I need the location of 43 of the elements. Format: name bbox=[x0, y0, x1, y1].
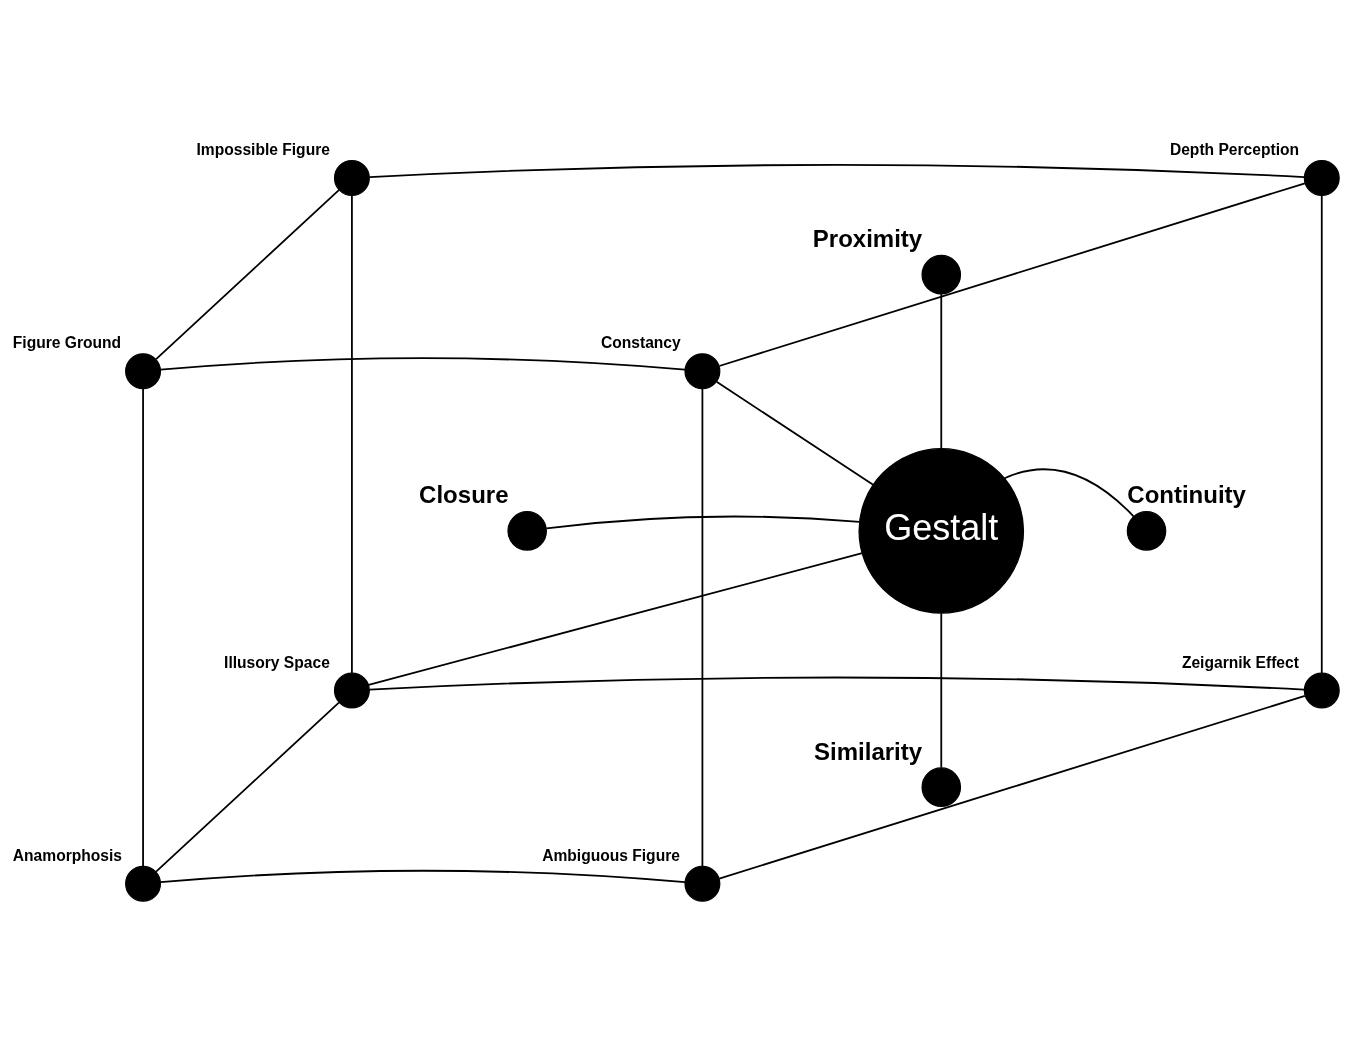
node-label: Proximity bbox=[812, 224, 923, 252]
connector bbox=[715, 380, 874, 486]
node-circle bbox=[507, 510, 547, 551]
connector bbox=[940, 292, 943, 449]
node-label: Ambiguous Figure bbox=[542, 846, 680, 864]
connector bbox=[159, 356, 686, 371]
connector bbox=[368, 676, 1305, 690]
connector bbox=[718, 694, 1306, 879]
node-circle bbox=[1303, 672, 1340, 709]
node-circle bbox=[684, 865, 721, 902]
node-label: Figure Ground bbox=[12, 333, 122, 351]
connector bbox=[701, 387, 704, 867]
node-circle bbox=[921, 254, 962, 294]
node-circle bbox=[684, 352, 721, 389]
node-label: Depth Perception bbox=[1169, 140, 1300, 158]
node-circle bbox=[125, 352, 162, 389]
connector bbox=[155, 188, 340, 360]
connector bbox=[159, 869, 686, 883]
node-circle bbox=[921, 766, 962, 807]
node-label: Similarity bbox=[814, 737, 923, 765]
connector bbox=[368, 163, 1305, 178]
connector bbox=[142, 387, 144, 867]
connector bbox=[545, 515, 861, 529]
node-label: Anamorphosis bbox=[12, 846, 122, 864]
node-circle: Gestalt bbox=[858, 447, 1025, 614]
connector bbox=[718, 181, 1306, 367]
node-circle bbox=[1303, 159, 1340, 196]
node-label: Impossible Figure bbox=[196, 140, 330, 158]
node-circle bbox=[333, 672, 370, 709]
node-label: Illusory Space bbox=[224, 653, 330, 671]
connector bbox=[367, 551, 863, 686]
node-circle bbox=[333, 159, 370, 196]
connector bbox=[940, 612, 943, 768]
connector bbox=[1003, 467, 1135, 517]
node-label: Constancy bbox=[600, 333, 681, 351]
node-label: Continuity bbox=[1127, 480, 1246, 508]
connector bbox=[155, 701, 340, 873]
connector bbox=[1320, 194, 1323, 674]
connector bbox=[351, 194, 353, 674]
node-circle bbox=[125, 865, 162, 902]
node-label: Zeigarnik Effect bbox=[1181, 653, 1299, 671]
node-circle bbox=[1126, 510, 1167, 551]
node-label: Closure bbox=[419, 480, 509, 508]
